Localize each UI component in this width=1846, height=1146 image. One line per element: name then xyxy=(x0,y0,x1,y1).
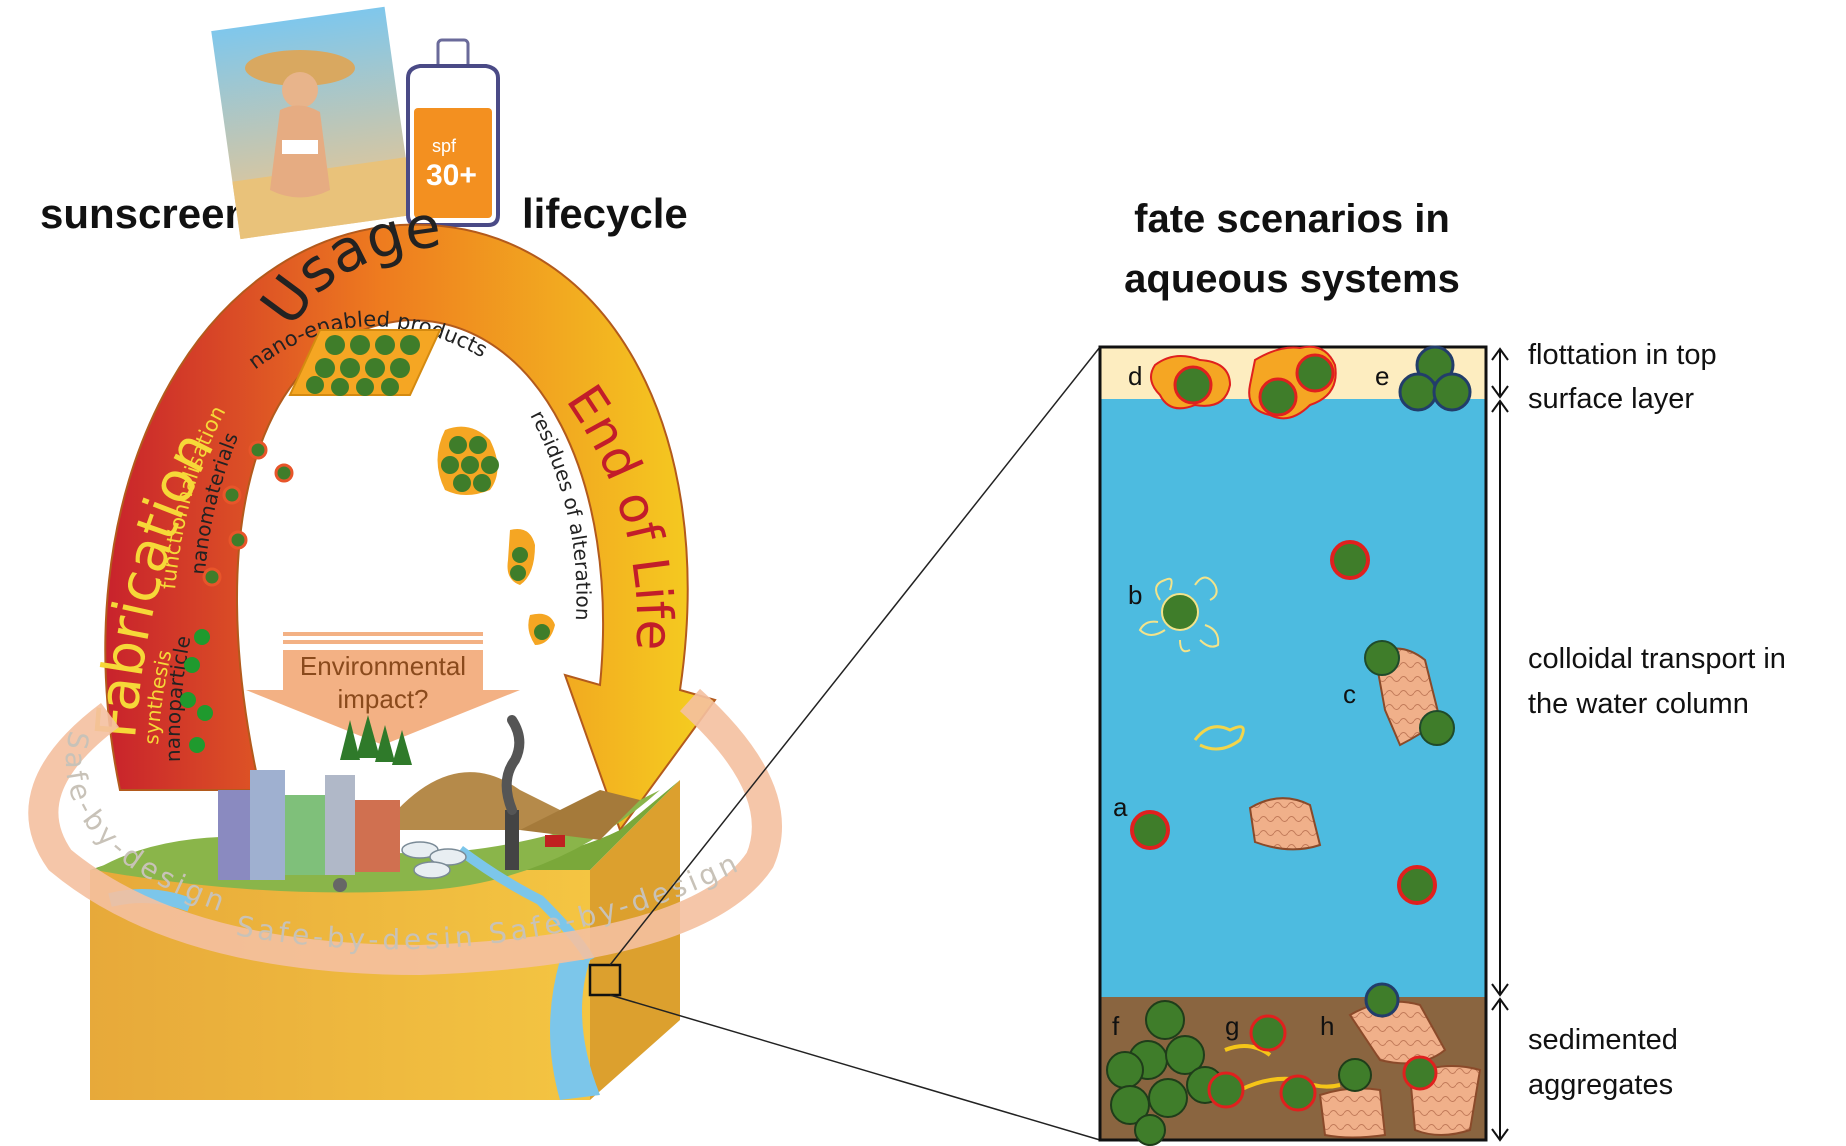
scenario-b-label: b xyxy=(1128,580,1142,610)
sunscreen-bottle-icon: spf 30+ xyxy=(406,38,500,227)
sediment-label-2: aggregates xyxy=(1528,1069,1673,1101)
scenario-d-label: d xyxy=(1128,361,1142,391)
heading-fate-2: aqueous systems xyxy=(1124,257,1460,301)
top-layer-label-1: flottation in top xyxy=(1528,339,1717,371)
beach-photo xyxy=(211,6,414,240)
scenario-g-aggregate xyxy=(1207,1014,1341,1112)
scenario-f-aggregate xyxy=(1106,1000,1224,1146)
zoom-line-top xyxy=(609,346,1101,966)
city-buildings xyxy=(218,770,400,880)
water-column-label-2: the water column xyxy=(1528,688,1749,720)
fate-scenarios-panel: fate scenarios in aqueous systems xyxy=(1098,197,1786,1146)
zoom-box xyxy=(588,963,622,997)
layer-range-arrows xyxy=(1491,347,1509,1142)
heading-lifecycle: lifecycle xyxy=(522,190,688,237)
impact-label-2: impact? xyxy=(337,684,428,714)
scenario-h-label: h xyxy=(1320,1011,1334,1041)
nano-product-tile xyxy=(288,329,442,396)
lifecycle-panel: sunscreen lifecycle spf 30+ Usage nano-e… xyxy=(0,0,1101,1141)
scenario-d-particles xyxy=(1150,345,1337,420)
heading-sunscreen: sunscreen xyxy=(40,190,250,237)
heading-fate-1: fate scenarios in xyxy=(1134,197,1450,241)
impact-label-1: Environmental xyxy=(300,651,466,681)
free-coated-particle-2 xyxy=(1397,865,1437,905)
lifecycle-arc xyxy=(104,223,717,833)
environmental-impact-arrow: Environmental impact? xyxy=(246,632,520,745)
coated-nanomaterials xyxy=(180,440,294,753)
tractor-icon xyxy=(545,835,565,847)
sun-hat-icon xyxy=(245,50,355,86)
water-column-label-1: colloidal transport in xyxy=(1528,643,1786,675)
scenario-a-particle xyxy=(1130,810,1170,850)
zoom-line-bottom xyxy=(609,994,1101,1141)
scenario-c-label: c xyxy=(1343,679,1356,709)
scenario-a-label: a xyxy=(1113,792,1128,822)
scenario-e-particles xyxy=(1398,345,1472,412)
sediment-label-1: sedimented xyxy=(1528,1024,1678,1056)
top-layer-label-2: surface layer xyxy=(1528,383,1694,415)
scenario-h-aggregate xyxy=(1318,982,1482,1139)
clay-particle xyxy=(1248,797,1322,851)
scenario-e-label: e xyxy=(1375,361,1389,391)
scenario-c-aggregate xyxy=(1364,640,1455,747)
safe-by-design-ring xyxy=(28,688,782,976)
scenario-f-label: f xyxy=(1112,1011,1120,1041)
scenario-g-label: g xyxy=(1225,1011,1239,1041)
scenario-b-particle xyxy=(1138,576,1220,653)
free-coated-particle-1 xyxy=(1330,540,1370,580)
residue-clusters xyxy=(437,426,555,645)
bottle-30-text: 30+ xyxy=(426,159,477,192)
bottle-spf-text: spf xyxy=(432,136,457,156)
organic-strand xyxy=(1193,725,1245,751)
